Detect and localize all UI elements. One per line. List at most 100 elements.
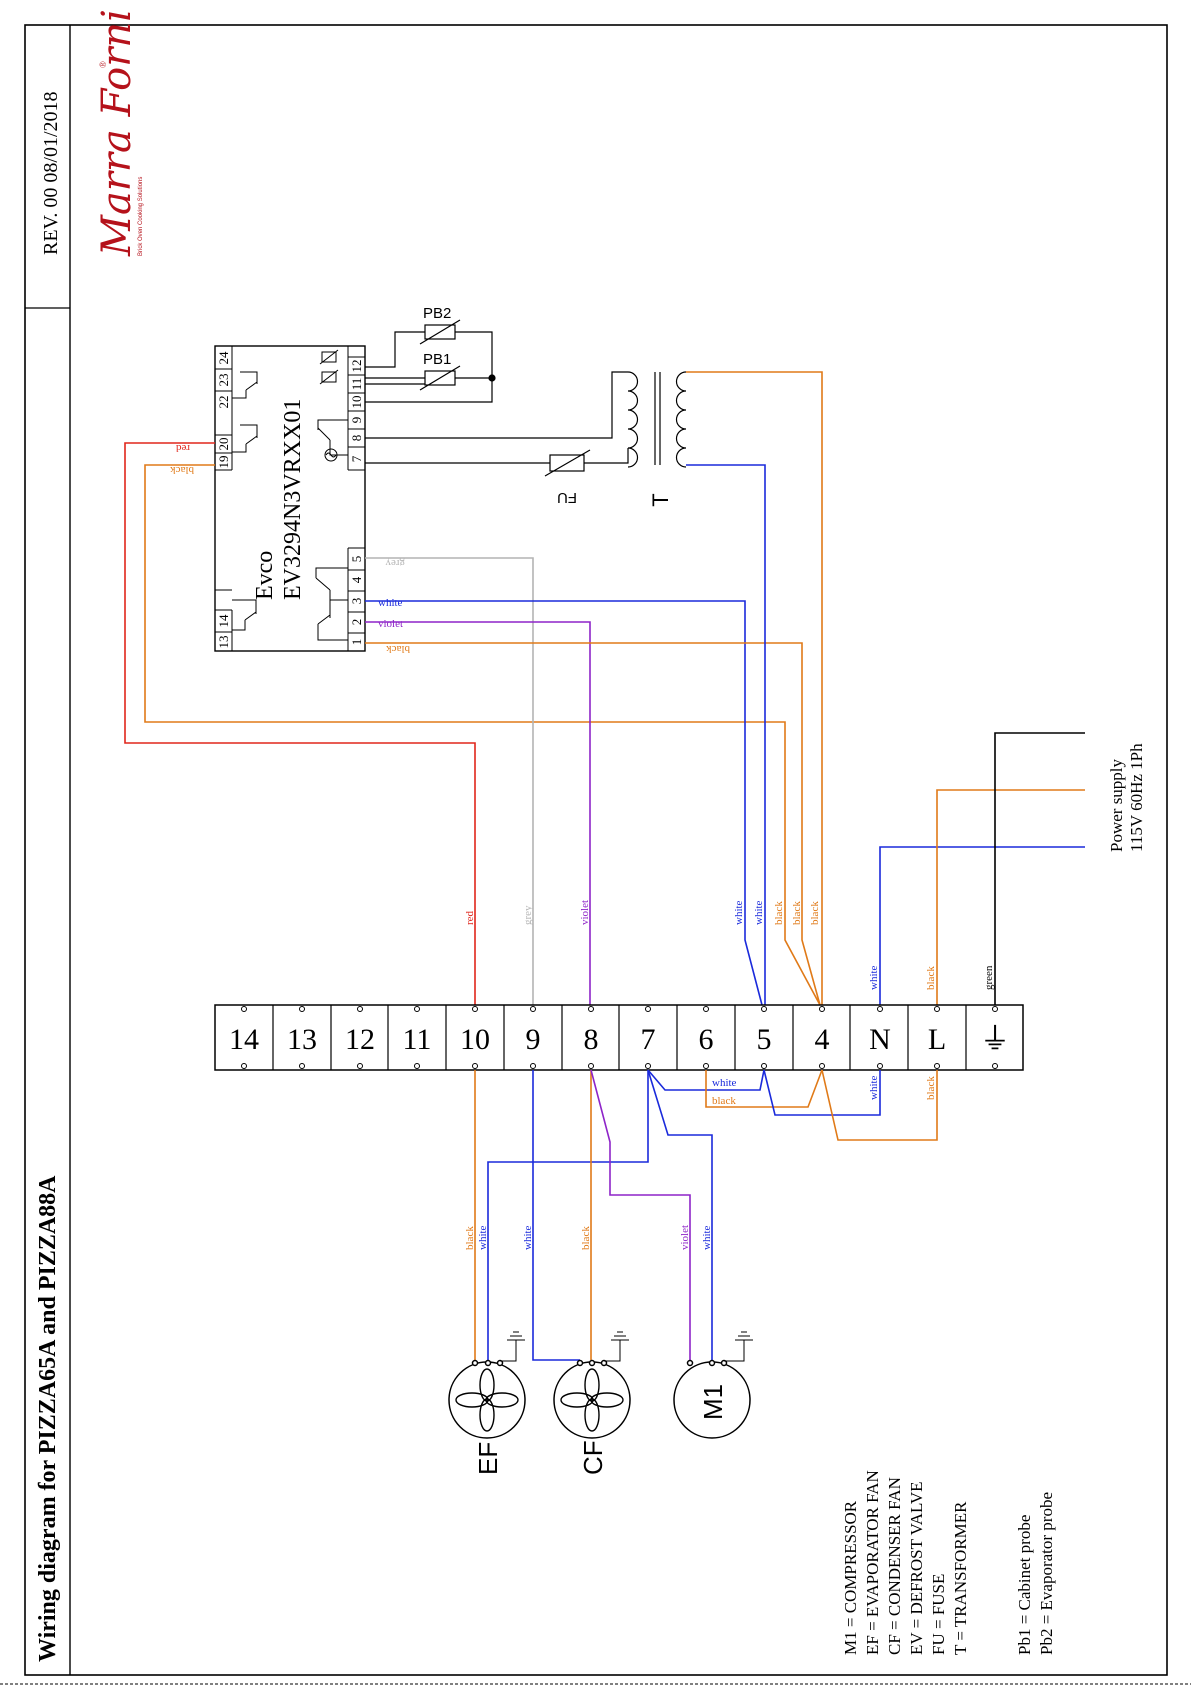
terminal-6: 6 bbox=[699, 1023, 714, 1056]
ctrl-terminal-2: 2 bbox=[349, 619, 364, 626]
transformer-t bbox=[627, 371, 687, 468]
legend-fu: FU = FUSE bbox=[929, 1574, 948, 1655]
ctrl-terminal-24: 24 bbox=[216, 351, 231, 365]
power-supply-line1: Power supply bbox=[1107, 758, 1126, 852]
label-ef-black: black bbox=[464, 1226, 476, 1250]
probe-pb1-symbol bbox=[424, 370, 456, 386]
label-cf-white: white bbox=[522, 1225, 534, 1250]
wire-grey bbox=[365, 557, 534, 1005]
label-black-l: black bbox=[925, 966, 937, 990]
evaporator-fan-housing bbox=[448, 1361, 526, 1439]
wire-jumper-black-6 bbox=[705, 1069, 823, 1108]
terminal-l: L bbox=[928, 1023, 946, 1056]
terminal-12: 12 bbox=[345, 1023, 375, 1056]
fan-blades-icon bbox=[455, 1368, 519, 1432]
wire-supply-black bbox=[936, 789, 1085, 1005]
ctrl-terminal-12: 12 bbox=[349, 360, 364, 373]
evaporator-fan-label: EF bbox=[473, 1442, 503, 1475]
brand-tagline: Brick Oven Cooking Solutions bbox=[138, 177, 144, 256]
terminal-ground-icon: ⏚ bbox=[980, 1023, 1010, 1056]
probe-pb2-label: PB2 bbox=[423, 305, 451, 322]
label-black-a: black bbox=[773, 901, 785, 925]
controller-model: EV3294N3VRXX01 bbox=[280, 399, 306, 600]
probe-pb1-label: PB1 bbox=[423, 351, 451, 368]
wire-violet bbox=[365, 621, 591, 1005]
ctrl-terminal-1: 1 bbox=[349, 639, 364, 646]
wire-black-19 bbox=[144, 464, 821, 1006]
ctrl-terminal-22: 22 bbox=[216, 396, 231, 409]
terminal-8: 8 bbox=[584, 1023, 599, 1056]
terminal-7: 7 bbox=[641, 1023, 656, 1056]
evaporator-fan bbox=[448, 1331, 526, 1439]
label-green-ground: green bbox=[983, 965, 995, 990]
wire-white-3 bbox=[365, 600, 763, 1006]
upper-wiring bbox=[124, 371, 1085, 1006]
terminal-4: 4 bbox=[815, 1023, 830, 1056]
ctrl-terminal-19: 19 bbox=[216, 456, 231, 469]
label-black-b: black bbox=[791, 901, 803, 925]
probes bbox=[365, 319, 496, 403]
brand-logo: Marra Forni Brick Oven Cooking Solutions… bbox=[94, 9, 144, 257]
wire-black-transformer bbox=[686, 371, 823, 1005]
label-red-ctrl: red bbox=[175, 442, 190, 454]
ctrl-terminal-4: 4 bbox=[349, 576, 364, 583]
label-ef-white: white bbox=[477, 1225, 489, 1250]
wire-supply-white bbox=[879, 846, 1085, 1005]
legend-ev: EV = DEFROST VALVE bbox=[907, 1482, 926, 1656]
wire-jumper-white-6 bbox=[647, 1069, 765, 1091]
brand-registered-mark: ® bbox=[98, 61, 108, 68]
label-black-ctrl-1: black bbox=[386, 643, 410, 655]
legend-ef: EF = EVAPORATOR FAN bbox=[863, 1470, 882, 1655]
ctrl-terminal-10: 10 bbox=[349, 396, 364, 409]
outer-frame bbox=[24, 24, 1168, 1676]
transformer-label: T bbox=[648, 493, 673, 506]
wire-jumper-white-n bbox=[763, 1069, 881, 1116]
ctrl-terminal-7: 7 bbox=[349, 455, 364, 462]
fuse-label: FU bbox=[557, 489, 577, 506]
controller-maker: Evco bbox=[252, 551, 278, 600]
ctrl-terminal-5: 5 bbox=[349, 556, 364, 563]
lower-wiring bbox=[474, 1069, 938, 1361]
terminal-11: 11 bbox=[403, 1023, 432, 1056]
label-grey-term9: grey bbox=[522, 905, 534, 925]
wire-white-transformer bbox=[686, 464, 766, 1005]
label-white-n-lower: white bbox=[868, 1075, 880, 1100]
terminal-5: 5 bbox=[757, 1023, 772, 1056]
label-violet-term8: violet bbox=[579, 900, 591, 925]
label-white-n: white bbox=[868, 965, 880, 990]
label-grey-ctrl: grey bbox=[385, 557, 405, 569]
wire-supply-green bbox=[994, 732, 1085, 1005]
terminal-13: 13 bbox=[287, 1023, 317, 1056]
wire-m1-violet bbox=[590, 1069, 691, 1360]
wire-cf-white bbox=[532, 1070, 580, 1361]
ctrl-terminal-3: 3 bbox=[349, 598, 364, 605]
ctrl-terminal-8: 8 bbox=[349, 435, 364, 442]
label-violet-ctrl: violet bbox=[378, 618, 403, 630]
condenser-fan-label: CF bbox=[578, 1440, 608, 1475]
terminal-14: 14 bbox=[229, 1023, 259, 1056]
legend: M1 = COMPRESSOR EF = EVAPORATOR FAN CF =… bbox=[841, 1470, 1056, 1655]
condenser-fan bbox=[553, 1331, 631, 1439]
terminal-10: 10 bbox=[460, 1023, 490, 1056]
label-cf-black: black bbox=[580, 1226, 592, 1250]
label-black-ctrl-19: black bbox=[170, 464, 194, 476]
controller-body bbox=[214, 345, 366, 652]
label-white-b: white bbox=[753, 900, 765, 925]
terminal-n: N bbox=[869, 1023, 891, 1056]
legend-pb1: Pb1 = Cabinet probe bbox=[1015, 1515, 1034, 1655]
revision-label: REV. 00 08/01/2018 bbox=[40, 91, 62, 255]
label-white-jumper: white bbox=[712, 1077, 737, 1089]
terminal-block: 14 13 12 11 10 9 8 7 6 5 4 N L ⏚ bbox=[214, 1004, 1024, 1071]
label-m1-white: white bbox=[701, 1225, 713, 1250]
wire-m1-white bbox=[647, 1069, 713, 1360]
power-supply-line2: 115V 60Hz 1Ph bbox=[1127, 743, 1146, 852]
probe-pb2-symbol bbox=[424, 324, 456, 340]
controller-relay-contacts bbox=[232, 349, 348, 641]
ctrl-terminal-23: 23 bbox=[216, 374, 231, 387]
wire-ef-white bbox=[487, 1070, 649, 1360]
label-black-l-lower: black bbox=[925, 1076, 937, 1100]
ctrl-terminal-13: 13 bbox=[216, 636, 231, 649]
label-m1-violet: violet bbox=[679, 1225, 691, 1250]
